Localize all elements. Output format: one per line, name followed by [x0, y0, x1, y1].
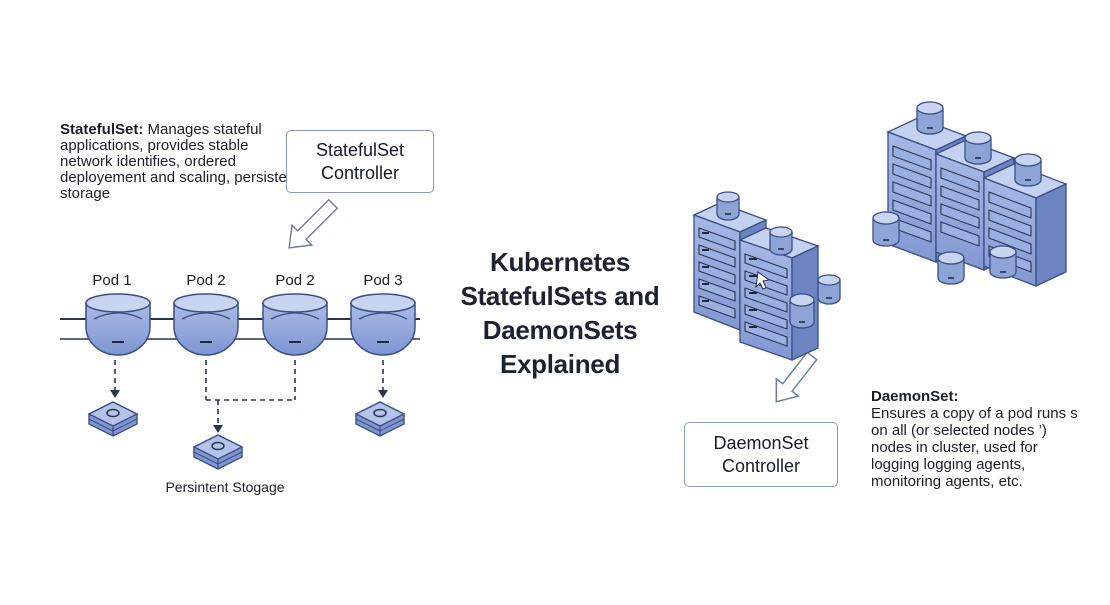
pod-icon	[817, 274, 841, 305]
storage-volume-icon	[192, 434, 244, 470]
page-title: Kubernetes StatefulSets and DaemonSets E…	[460, 247, 660, 379]
daemonset-description-text: Ensures a copy of a pod runs s on all (o…	[871, 405, 1078, 490]
daemonset-controller-label: DaemonSet Controller	[713, 432, 809, 476]
statefulset-description: StatefulSet: Manages stateful applicatio…	[60, 122, 300, 202]
pod-icon	[173, 293, 239, 356]
daemonset-controller-box: DaemonSet Controller	[684, 422, 838, 487]
statefulset-heading: StatefulSet:	[60, 121, 144, 138]
statefulset-controller-label: StatefulSet Controller	[315, 139, 405, 183]
arrow-icon	[775, 351, 818, 403]
pod-icon	[937, 251, 965, 285]
arrow-icon	[288, 198, 339, 249]
arrow-heads	[110, 390, 388, 433]
pod-icon	[262, 293, 328, 356]
statefulset-controller-box: StatefulSet Controller	[286, 130, 434, 193]
storage-connectors	[114, 360, 384, 428]
daemonset-description: DaemonSet: Ensures a copy of a pod runs …	[871, 388, 1081, 490]
pod-icon	[916, 101, 944, 135]
server-rack-icon	[692, 202, 820, 362]
pod-icon	[964, 131, 992, 165]
pod-label: Pod 2	[275, 272, 315, 289]
pod-icon	[350, 293, 416, 356]
pod-icon	[989, 245, 1017, 279]
pod-icon	[769, 226, 793, 256]
pod-label: Pod 3	[363, 272, 403, 289]
server-rack-icon	[886, 117, 1068, 288]
pod-label: Pod 2	[186, 272, 226, 289]
storage-volume-icon	[87, 401, 139, 437]
persistent-storage-label: Persintent Stogage	[165, 479, 285, 495]
pod-icon	[789, 293, 815, 329]
cursor-icon	[755, 271, 771, 290]
pod-icon	[872, 211, 900, 247]
pod-icon	[1014, 153, 1042, 187]
daemonset-heading: DaemonSet:	[871, 388, 959, 405]
pod-label: Pod 1	[92, 272, 132, 289]
pod-icon	[85, 293, 151, 356]
statefulset-description-text: Manages stateful applications, provides …	[60, 121, 300, 202]
storage-volume-icon	[354, 401, 406, 437]
pod-icon	[716, 191, 740, 221]
